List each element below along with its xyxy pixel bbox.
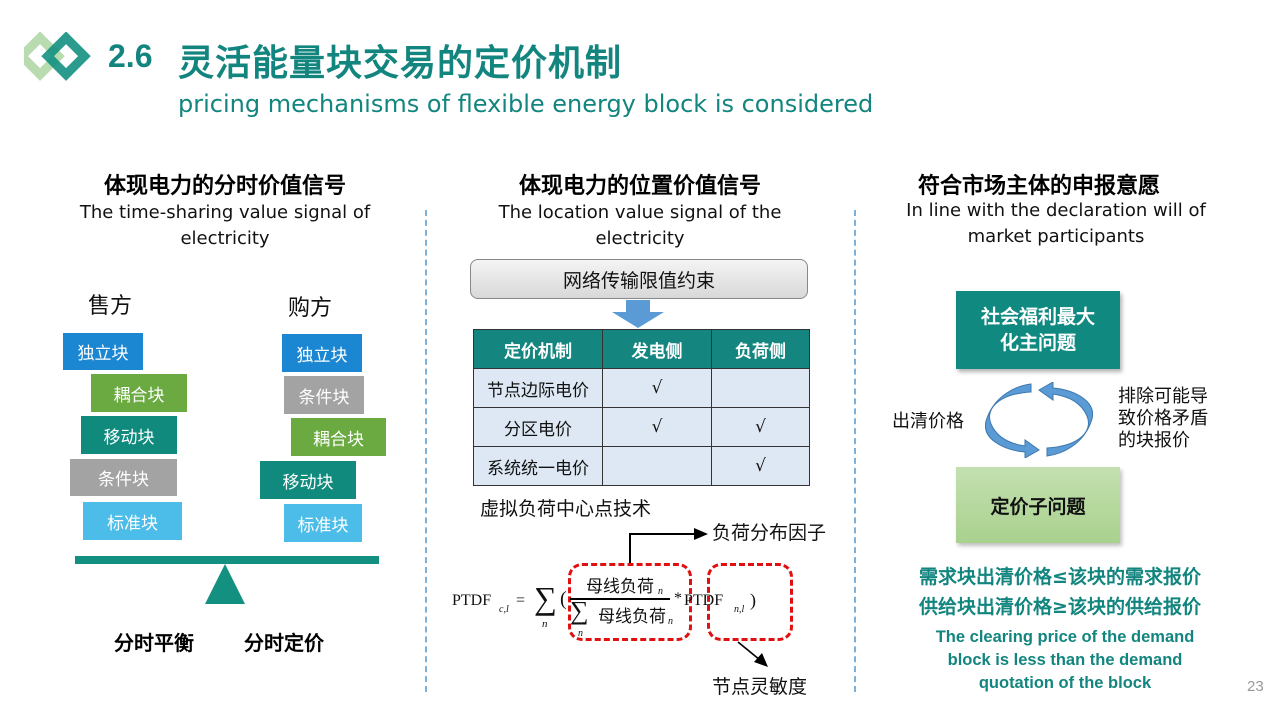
seller-block-movable: 移动块 — [81, 416, 177, 454]
load-factor-highlight-box — [568, 563, 692, 641]
formula-fraction-bar — [570, 598, 670, 600]
table-cell: 分区电价 — [473, 407, 603, 447]
sensitivity-arrowhead-icon — [754, 653, 768, 667]
formula-times: * — [674, 590, 682, 607]
section-number: 2.6 — [108, 38, 153, 74]
left-column-subtitle-line2: electricity — [180, 228, 270, 249]
column-divider — [425, 210, 427, 692]
balance-fulcrum-icon — [205, 564, 245, 604]
demand-rule: 需求块出清价格≤该块的需求报价 — [919, 566, 1201, 588]
page-title: 灵活能量块交易的定价机制 — [178, 43, 623, 84]
table-header-row: 定价机制 发电侧 负荷侧 — [473, 329, 810, 369]
page-subtitle: pricing mechanisms of flexible energy bl… — [178, 90, 874, 118]
table-cell: √ — [602, 368, 712, 408]
table-cell: √ — [602, 407, 712, 447]
page-number: 23 — [1247, 678, 1264, 695]
social-welfare-box: 社会福利最大 化主问题 — [956, 291, 1120, 369]
left-column-subtitle-line1: The time-sharing value signal of — [79, 202, 371, 223]
table-cell: 节点边际电价 — [473, 368, 603, 408]
down-arrow-icon — [612, 300, 664, 328]
node-sensitivity-label: 节点灵敏度 — [712, 676, 808, 698]
formula-rhs: PTDF — [684, 592, 724, 609]
table-header: 定价机制 — [473, 329, 603, 369]
annotation-arrows — [629, 528, 768, 667]
exclude-line1: 排除可能导 — [1118, 386, 1208, 407]
virtual-load-center-label: 虚拟负荷中心点技术 — [480, 498, 652, 520]
ptdf-formula: PTDF c,l = ∑ n ( 母线负荷 n ∑ n 母线负荷 n * PTD… — [452, 566, 812, 646]
formula-close-paren: ) — [750, 590, 756, 610]
note-line3: quotation of the block — [978, 674, 1152, 692]
middle-column-subtitle-line2: electricity — [595, 228, 685, 249]
table-row: 分区电价 √ √ — [473, 407, 810, 447]
cycle-arrows-icon — [985, 382, 1093, 458]
double-diamond-logo-icon — [24, 32, 91, 81]
note-line2: block is less than the demand — [947, 651, 1183, 669]
buyer-label: 购方 — [288, 296, 333, 321]
exclude-conflict-label: 排除可能导 致价格矛盾 的块报价 — [1118, 386, 1208, 452]
seller-label: 售方 — [88, 294, 133, 319]
demand-rule-english: The clearing price of the demand block i… — [900, 626, 1230, 695]
right-column-subtitle-line2: market participants — [967, 226, 1145, 247]
exclude-line3: 的块报价 — [1118, 430, 1190, 451]
buyer-block-standard: 标准块 — [284, 504, 362, 542]
right-column-title: 符合市场主体的申报意愿 — [917, 174, 1160, 199]
formula-lhs: PTDF — [452, 592, 492, 609]
table-header: 发电侧 — [602, 329, 712, 369]
seller-block-standard: 标准块 — [83, 502, 182, 540]
formula-sum-sub: n — [542, 618, 548, 630]
column-divider — [854, 210, 856, 692]
note-line1: The clearing price of the demand — [935, 628, 1195, 646]
formula-numerator-sub: n — [658, 586, 663, 597]
load-factor-arrow — [629, 533, 695, 564]
buyer-block-coupled: 耦合块 — [291, 418, 386, 456]
table-header: 负荷侧 — [711, 329, 810, 369]
time-balance-label: 分时平衡 — [114, 631, 194, 655]
formula-denominator: 母线负荷 — [598, 607, 666, 626]
supply-rule: 供给块出清价格≥该块的供给报价 — [919, 596, 1201, 618]
balance-beam — [75, 556, 379, 564]
table-cell: √ — [711, 407, 810, 447]
seller-block-independent: 独立块 — [63, 333, 143, 370]
table-cell: √ — [711, 446, 810, 486]
table-cell — [711, 368, 810, 408]
table-row: 节点边际电价 √ — [473, 368, 810, 408]
buyer-block-movable: 移动块 — [260, 461, 356, 499]
load-factor-arrowhead-icon — [694, 528, 708, 540]
formula-den-sum-sub: n — [578, 628, 583, 639]
pricing-mechanism-table: 定价机制 发电侧 负荷侧 节点边际电价 √ 分区电价 √ √ 系统统一电价 √ — [473, 329, 810, 486]
left-column-title: 体现电力的分时价值信号 — [103, 174, 346, 199]
middle-column-title: 体现电力的位置价值信号 — [518, 174, 761, 199]
pricing-subproblem-box: 定价子问题 — [956, 467, 1120, 543]
formula-rhs-sub: n,l — [734, 604, 745, 615]
formula-numerator: 母线负荷 — [586, 577, 654, 596]
right-column-subtitle-line1: In line with the declaration will of — [906, 200, 1206, 221]
clearing-price-label: 出清价格 — [892, 411, 964, 432]
sensitivity-highlight-box — [707, 563, 793, 641]
load-distribution-factor-label: 负荷分布因子 — [712, 522, 827, 544]
seller-block-conditional: 条件块 — [70, 459, 177, 496]
buyer-block-independent: 独立块 — [282, 334, 362, 372]
middle-column-subtitle-line1: The location value signal of the — [498, 202, 782, 223]
sensitivity-arrow — [737, 641, 761, 661]
network-constraint-box: 网络传输限值约束 — [470, 259, 808, 299]
table-cell: 系统统一电价 — [473, 446, 603, 486]
formula-equals: = — [516, 592, 526, 609]
formula-open-paren: ( — [560, 588, 567, 610]
formula-sum: ∑ — [534, 580, 557, 616]
exclude-line2: 致价格矛盾 — [1118, 408, 1208, 429]
time-pricing-label: 分时定价 — [244, 631, 324, 655]
formula-den-sum: ∑ — [570, 596, 589, 625]
table-row: 系统统一电价 √ — [473, 446, 810, 486]
formula-lhs-sub: c,l — [499, 604, 509, 615]
buyer-block-conditional: 条件块 — [284, 376, 364, 414]
social-welfare-line2: 化主问题 — [999, 332, 1076, 354]
social-welfare-line1: 社会福利最大 — [980, 306, 1095, 328]
formula-denominator-sub: n — [668, 616, 673, 627]
seller-block-coupled: 耦合块 — [91, 374, 187, 412]
table-cell — [602, 446, 712, 486]
